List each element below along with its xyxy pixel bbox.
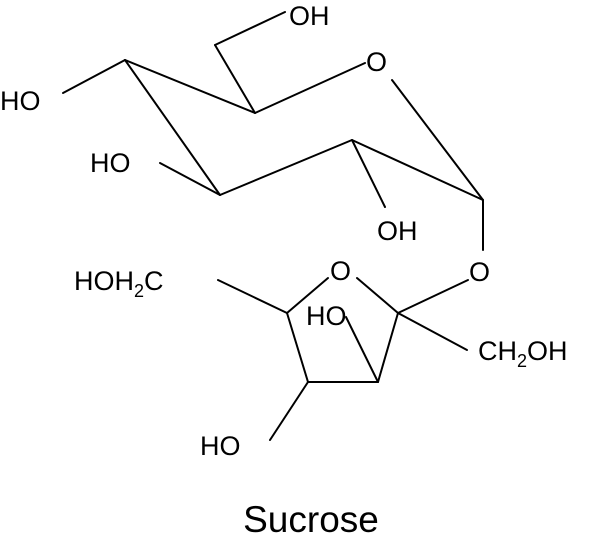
bond-c6-oh <box>214 11 286 46</box>
bond-glycosidic-o-c2prime <box>397 279 469 314</box>
bond-c4-ho <box>62 59 126 94</box>
bond-o5-c1 <box>391 79 484 201</box>
bond-c2prime-c3prime <box>377 312 399 383</box>
bond-o-c2prime <box>356 277 399 314</box>
bond-c5-o5 <box>254 62 366 114</box>
bond-c4-c5 <box>124 59 256 114</box>
label-ho-bottom: HO <box>200 431 241 461</box>
label-ho-inner: HO <box>306 301 347 331</box>
label-ho-middle: HO <box>90 148 131 178</box>
label-oh-top: OH <box>289 1 330 31</box>
fructose-ring <box>286 277 399 383</box>
glucose-substituents <box>62 11 484 251</box>
label-o-ring-fructose: O <box>330 256 351 286</box>
bond-c2-c3 <box>219 139 353 196</box>
bond-c5-c6 <box>214 44 256 114</box>
bond-c5prime-hoh2c <box>217 279 288 314</box>
label-oh-lower: OH <box>377 216 418 246</box>
bond-c3prime-ho <box>345 316 379 383</box>
bond-c2prime-ch2oh <box>397 312 468 351</box>
bond-c2-oh <box>351 139 386 208</box>
label-o-ring-glucose: O <box>366 47 387 77</box>
bond-c4prime-c5prime <box>286 312 309 383</box>
label-hoh2c: HOH2C <box>74 266 164 301</box>
bond-c3-ho <box>159 162 221 196</box>
bond-c4prime-ho <box>269 381 309 441</box>
label-ho-left: HO <box>0 86 41 116</box>
fructose-substituents <box>217 279 469 441</box>
label-ch2oh: CH2OH <box>478 336 568 371</box>
bond-c5prime-o <box>286 277 329 314</box>
glucose-ring <box>124 59 484 201</box>
label-o-glycosidic: O <box>469 257 490 287</box>
diagram-title: Sucrose <box>243 499 379 538</box>
bond-c3-c4 <box>124 59 221 196</box>
bond-c1-c2 <box>351 139 484 201</box>
